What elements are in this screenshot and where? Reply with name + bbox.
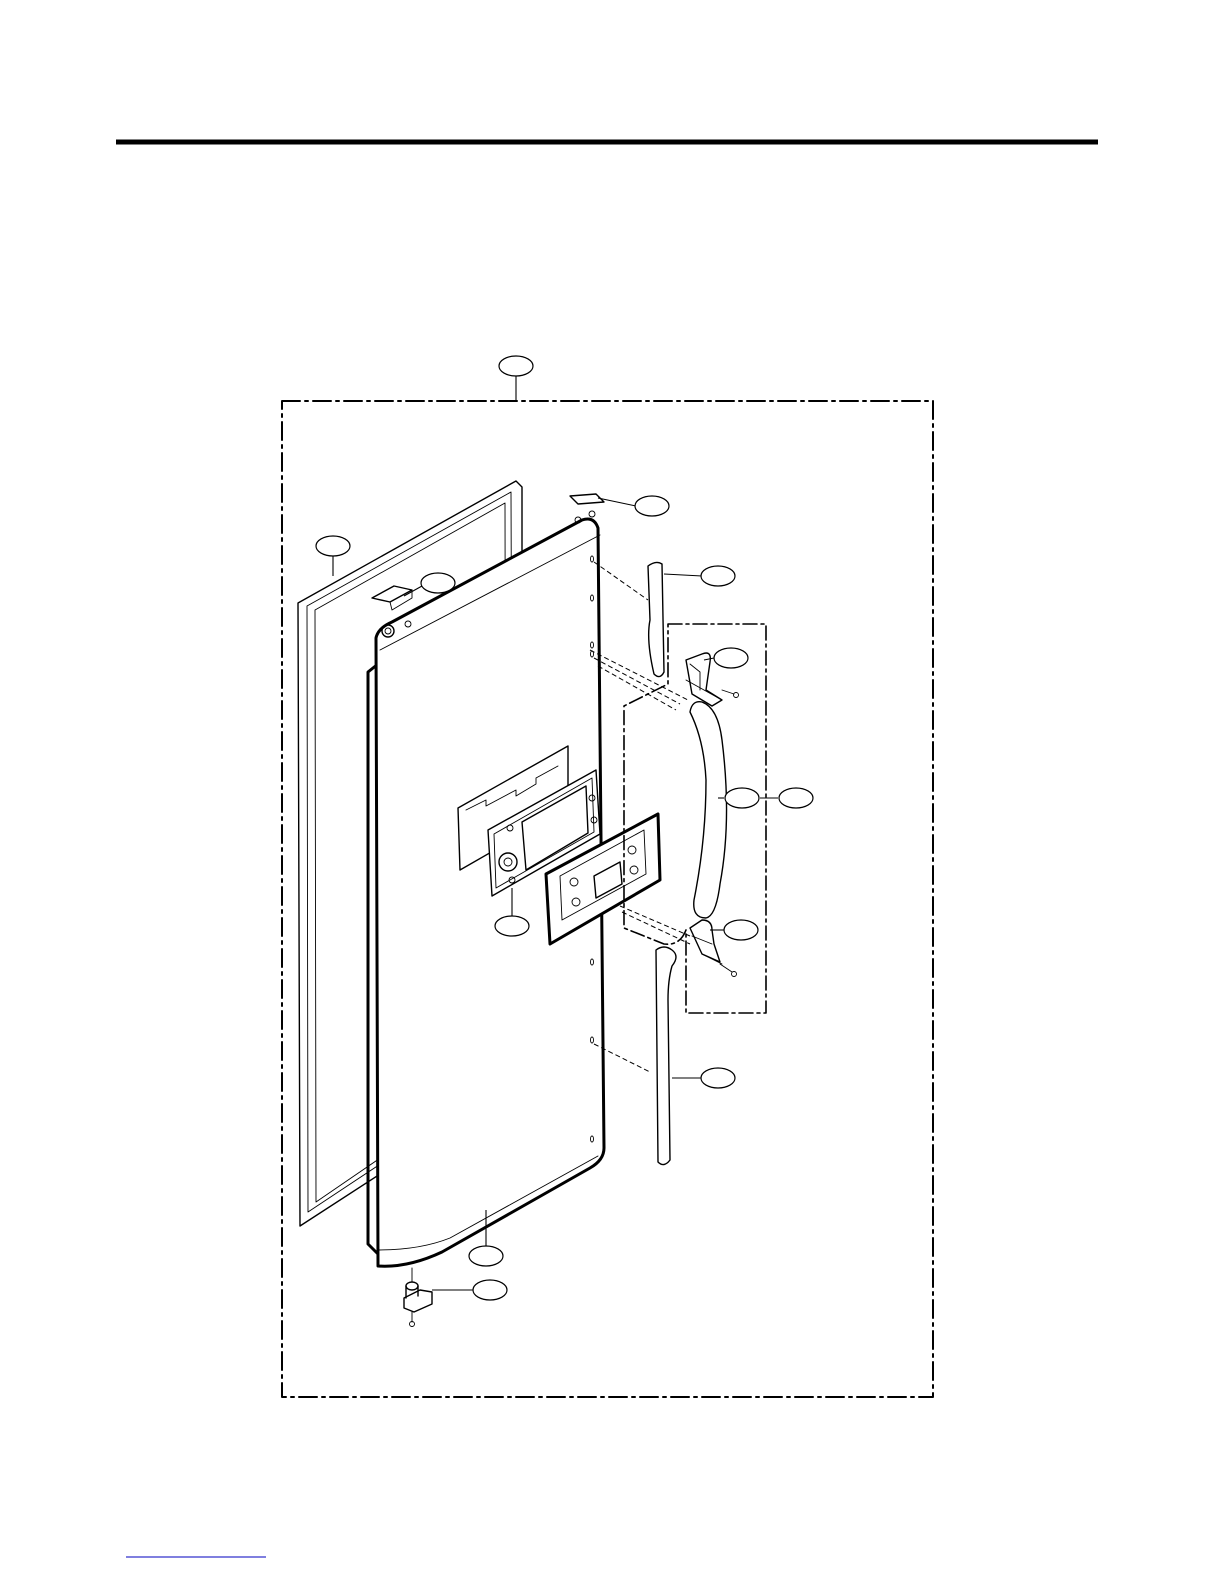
callout-handle-assembly	[779, 788, 813, 808]
callout-top-cap	[635, 496, 669, 516]
callout-lower-trim	[701, 1068, 735, 1088]
lower-handle-bracket	[690, 920, 722, 964]
handle	[690, 702, 727, 918]
callout-upper-trim	[701, 566, 735, 586]
upper-mount-leaders	[590, 650, 688, 710]
callout-display-cover	[495, 916, 529, 936]
callout-frame	[499, 356, 533, 376]
upper-trim-leader	[594, 562, 648, 600]
lower-mount-leaders	[620, 906, 690, 944]
callout-door-panel	[469, 1246, 503, 1266]
lower-trim	[656, 947, 676, 1165]
callout-bottom-hinge	[473, 1280, 507, 1300]
callout-upper-handle-bracket	[714, 648, 748, 668]
bottom-hinge	[404, 1268, 432, 1327]
callout-lower-handle-bracket	[724, 920, 758, 940]
callout-gasket	[316, 536, 350, 556]
upper-trim	[648, 562, 664, 676]
callout-top-hinge-plate	[421, 573, 455, 593]
callout-handle	[725, 788, 759, 808]
